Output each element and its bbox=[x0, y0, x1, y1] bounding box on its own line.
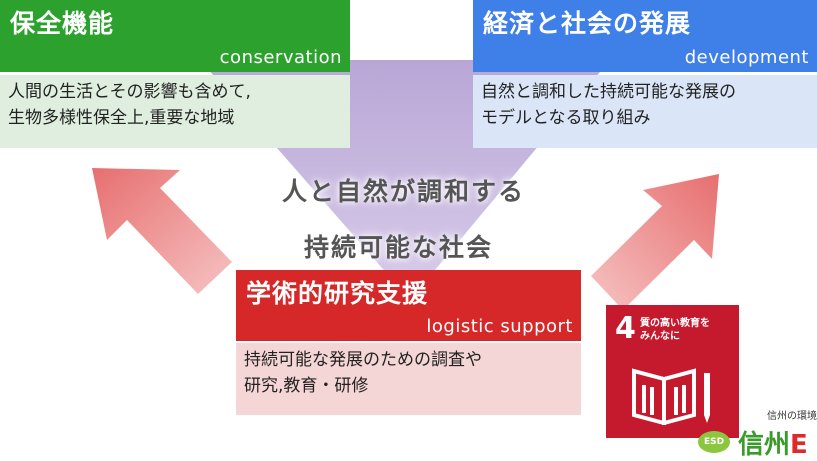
conservation-title: 保全機能 bbox=[10, 9, 115, 38]
book-pencil-icon bbox=[632, 368, 710, 425]
conservation-line-2: 生物多様性保全上,重要な地域 bbox=[8, 108, 235, 128]
logo-text: 信州E bbox=[738, 424, 808, 461]
right-arrow bbox=[591, 174, 719, 310]
development-line-1: 自然と調和した持続可能な発展の bbox=[481, 82, 736, 102]
logistic-description: 持続可能な発展のための調査や 研究,教育・研修 bbox=[236, 343, 581, 415]
development-subtitle: development bbox=[684, 47, 809, 68]
sdg-label: 質の高い教育を みんなに bbox=[640, 317, 730, 343]
sdg-number: 4 bbox=[615, 311, 636, 346]
development-line-2: モデルとなる取り組み bbox=[481, 108, 651, 128]
sdg-label-line-1: 質の高い教育を bbox=[640, 318, 710, 329]
conservation-description: 人間の生活とその影響も含めて, 生物多様性保全上,重要な地域 bbox=[0, 75, 350, 148]
logo-main-text: 信州 bbox=[738, 430, 791, 460]
esd-badge: ESD bbox=[698, 431, 730, 453]
development-description: 自然と調和した持続可能な発展の モデルとなる取り組み bbox=[473, 75, 817, 148]
sdg-goal-4-badge: 4 質の高い教育を みんなに bbox=[606, 305, 739, 438]
logo-caption: 信州の環境 bbox=[767, 411, 817, 422]
logistic-line-1: 持続可能な発展のための調査や bbox=[244, 350, 482, 370]
logistic-line-2: 研究,教育・研修 bbox=[244, 376, 369, 396]
development-title: 経済と社会の発展 bbox=[483, 9, 692, 38]
logistic-title: 学術的研究支援 bbox=[246, 279, 429, 308]
logistic-subtitle: logistic support bbox=[426, 316, 573, 337]
center-text-line-1: 人と自然が調和する bbox=[282, 177, 526, 206]
conservation-line-1: 人間の生活とその影響も含めて, bbox=[8, 82, 251, 102]
shinshu-esd-logo: 信州の環境 ESD 信州E bbox=[684, 401, 817, 461]
left-arrow bbox=[92, 168, 232, 294]
center-text-line-2: 持続可能な社会 bbox=[304, 233, 494, 262]
logo-e-letter: E bbox=[790, 430, 808, 460]
development-header: 経済と社会の発展 development bbox=[473, 0, 817, 72]
conservation-header: 保全機能 conservation bbox=[0, 0, 350, 72]
logistic-header: 学術的研究支援 logistic support bbox=[236, 270, 581, 341]
sdg-label-line-2: みんなに bbox=[640, 331, 680, 342]
conservation-subtitle: conservation bbox=[219, 47, 342, 68]
